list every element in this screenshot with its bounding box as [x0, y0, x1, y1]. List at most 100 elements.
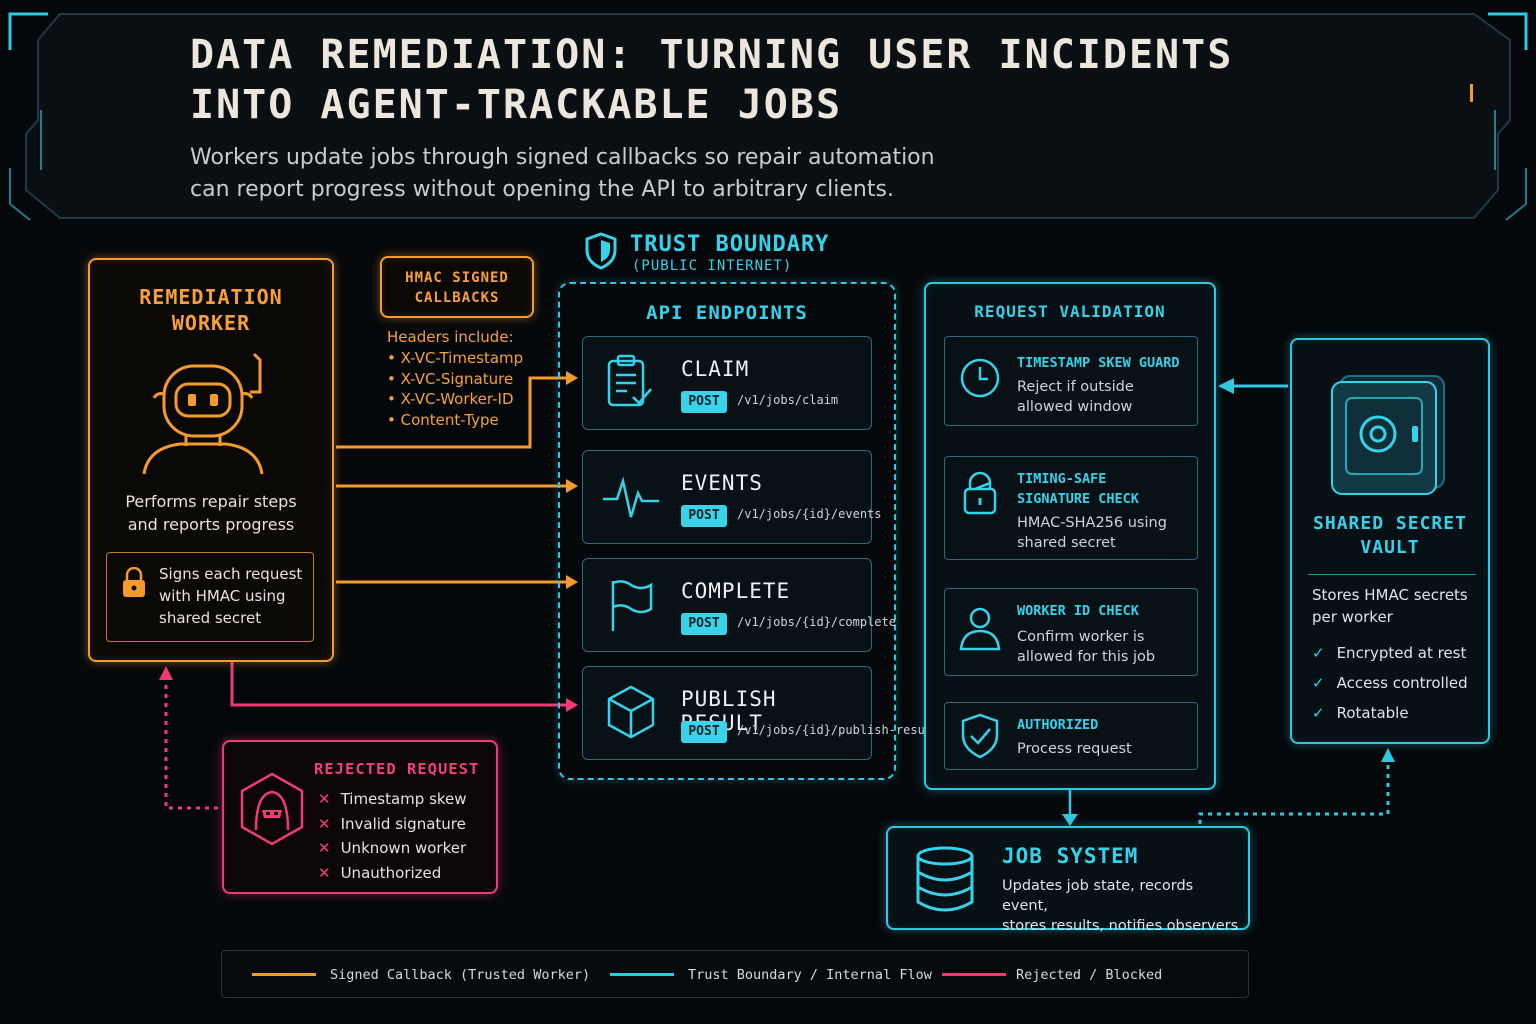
rejected-reason-label: Timestamp skew: [340, 790, 467, 808]
header-item: • X-VC-Signature: [387, 369, 514, 388]
api-endpoints-panel: API ENDPOINTS CLAIM POST /v1/jobs/claim …: [558, 282, 939, 780]
step-desc-line-1: Process request: [1017, 741, 1132, 757]
step-worker-id-check: WORKER ID CHECK Confirm worker is allowe…: [944, 588, 1198, 676]
legend-label: Rejected / Blocked: [1016, 967, 1163, 983]
step-desc-line-2: shared secret: [1017, 535, 1116, 551]
check-icon: ✓: [1312, 704, 1325, 722]
vault-desc-line-2: per worker: [1312, 608, 1393, 626]
header-item-label: X-VC-Worker-ID: [400, 390, 514, 409]
database-icon: [916, 846, 974, 912]
x-icon: ✕: [318, 864, 331, 882]
step-title: TIMESTAMP SKEW GUARD: [1017, 355, 1180, 371]
rejected-reason-label: Invalid signature: [340, 815, 466, 833]
header-item: • X-VC-Timestamp: [387, 349, 524, 367]
step-authorized: AUTHORIZED Process request: [944, 702, 1198, 770]
endpoint-path: /v1/jobs/claim: [737, 393, 839, 407]
endpoint-publish-result[interactable]: PUBLISH RESULT POST /v1/jobs/{id}/publis…: [582, 666, 939, 760]
step-timestamp-skew-guard: TIMESTAMP SKEW GUARD Reject if outside a…: [944, 336, 1198, 426]
method-badge: POST: [681, 613, 727, 635]
shared-secret-vault-panel: SHARED SECRET VAULT Stores HMAC secrets …: [1290, 338, 1490, 744]
safe-icon: [1331, 375, 1445, 495]
sign-line-3: shared secret: [159, 609, 262, 627]
header-item-label: X-VC-Timestamp: [400, 349, 524, 367]
step-desc-line-1: HMAC-SHA256 using: [1017, 515, 1167, 531]
x-icon: ✕: [318, 839, 331, 857]
job-system-title: JOB SYSTEM: [1002, 844, 1139, 868]
vault-description: Stores HMAC secrets per worker: [1312, 584, 1482, 628]
rejected-reason-label: Unknown worker: [340, 839, 467, 857]
request-validation-panel: REQUEST VALIDATION TIMESTAMP SKEW GUARD …: [924, 282, 1216, 790]
legend-label: Signed Callback (Trusted Worker): [330, 967, 591, 983]
pulse-icon: [603, 476, 659, 518]
job-system-panel: JOB SYSTEM Updates job state, records ev…: [886, 826, 1250, 934]
step-title-line-2: SIGNATURE CHECK: [1017, 491, 1139, 507]
header-item-label: X-VC-Signature: [400, 369, 514, 388]
header-item: • Content-Type: [387, 411, 499, 430]
legend: Signed Callback (Trusted Worker) Trust B…: [221, 950, 1249, 998]
endpoint-name: COMPLETE: [681, 579, 791, 603]
robot-icon: [142, 352, 264, 475]
header-item: • X-VC-Worker-ID: [387, 390, 514, 409]
header-item-label: Content-Type: [400, 411, 499, 430]
vault-feature-label: Rotatable: [1336, 704, 1409, 722]
endpoint-claim[interactable]: CLAIM POST /v1/jobs/claim: [582, 336, 872, 430]
shield-icon: [585, 232, 617, 270]
worker-title-line-1: REMEDIATION: [139, 285, 283, 309]
hmac-title: HMAC SIGNED CALLBACKS: [382, 268, 532, 308]
hooded-attacker-icon: [240, 772, 304, 846]
trust-boundary-subtitle: (PUBLIC INTERNET): [632, 258, 793, 274]
job-desc-line-1: Updates job state, records event,: [1002, 878, 1194, 914]
trust-boundary-title: TRUST BOUNDARY: [630, 232, 830, 257]
shield-check-icon: [961, 713, 999, 759]
legend-swatch-rejected: [942, 973, 1006, 976]
step-title: AUTHORIZED: [1017, 717, 1099, 733]
step-desc-line-2: allowed window: [1017, 399, 1133, 415]
endpoint-complete[interactable]: COMPLETE POST /v1/jobs/{id}/complete: [582, 558, 896, 652]
job-desc-line-2: stores results, notifies observers: [1002, 918, 1239, 934]
worker-description: Performs repair steps and reports progre…: [90, 490, 332, 536]
rejected-title: REJECTED REQUEST: [314, 760, 480, 778]
step-title: WORKER ID CHECK: [1017, 603, 1139, 619]
hmac-title-line-1: HMAC SIGNED: [405, 270, 509, 286]
vault-title-line-2: VAULT: [1360, 537, 1420, 558]
endpoint-name: EVENTS: [681, 471, 763, 495]
step-desc-line-1: Reject if outside: [1017, 379, 1134, 395]
vault-feature-label: Encrypted at rest: [1336, 644, 1467, 662]
method-badge: POST: [681, 505, 727, 527]
worker-sign-note: Signs each request with HMAC using share…: [106, 552, 314, 642]
vault-feature: ✓Encrypted at rest: [1312, 644, 1466, 662]
subtitle-line-1: Workers update jobs through signed callb…: [190, 145, 935, 170]
headers-list: • X-VC-Timestamp • X-VC-Signature • X-VC…: [387, 348, 523, 431]
check-icon: ✓: [1312, 674, 1325, 692]
endpoint-events[interactable]: EVENTS POST /v1/jobs/{id}/events: [582, 450, 882, 544]
box-icon: [607, 685, 655, 739]
endpoint-path: /v1/jobs/{id}/events: [737, 507, 882, 521]
vault-feature: ✓Access controlled: [1312, 674, 1468, 692]
legend-swatch-trust: [610, 973, 674, 976]
rejected-reason: ✕Invalid signature: [318, 815, 466, 833]
legend-swatch-signed: [252, 973, 316, 976]
method-badge: POST: [681, 391, 727, 413]
hmac-title-line-2: CALLBACKS: [414, 290, 500, 306]
rejected-reason: ✕ Unknown worker: [318, 839, 466, 857]
x-icon: ✕: [318, 790, 331, 808]
vault-title: SHARED SECRET VAULT: [1292, 512, 1488, 560]
vault-title-line-1: SHARED SECRET: [1313, 513, 1467, 534]
subtitle-line-2: can report progress without opening the …: [190, 177, 894, 202]
remediation-worker-panel: REMEDIATION WORKER Performs repair steps…: [88, 258, 334, 662]
worker-desc-line-1: Performs repair steps: [125, 492, 297, 511]
step-signature-check: TIMING-SAFE SIGNATURE CHECK HMAC-SHA256 …: [944, 456, 1198, 560]
signed-callback-arrows: [336, 376, 568, 584]
headers-title: Headers include:: [387, 328, 514, 346]
worker-sign-text: Signs each request with HMAC using share…: [159, 563, 309, 629]
endpoint-name: CLAIM: [681, 357, 750, 381]
hmac-callbacks-badge: HMAC SIGNED CALLBACKS: [380, 256, 534, 318]
worker-title: REMEDIATION WORKER: [90, 284, 332, 336]
step-desc-line-1: Confirm worker is: [1017, 629, 1145, 645]
worker-title-line-2: WORKER: [171, 311, 251, 335]
title-line-1: DATA REMEDIATION: TURNING USER INCIDENTS: [190, 32, 1234, 78]
vault-divider: [1308, 574, 1476, 575]
endpoint-path: /v1/jobs/{id}/complete: [737, 615, 896, 629]
worker-desc-line-2: and reports progress: [127, 515, 295, 534]
